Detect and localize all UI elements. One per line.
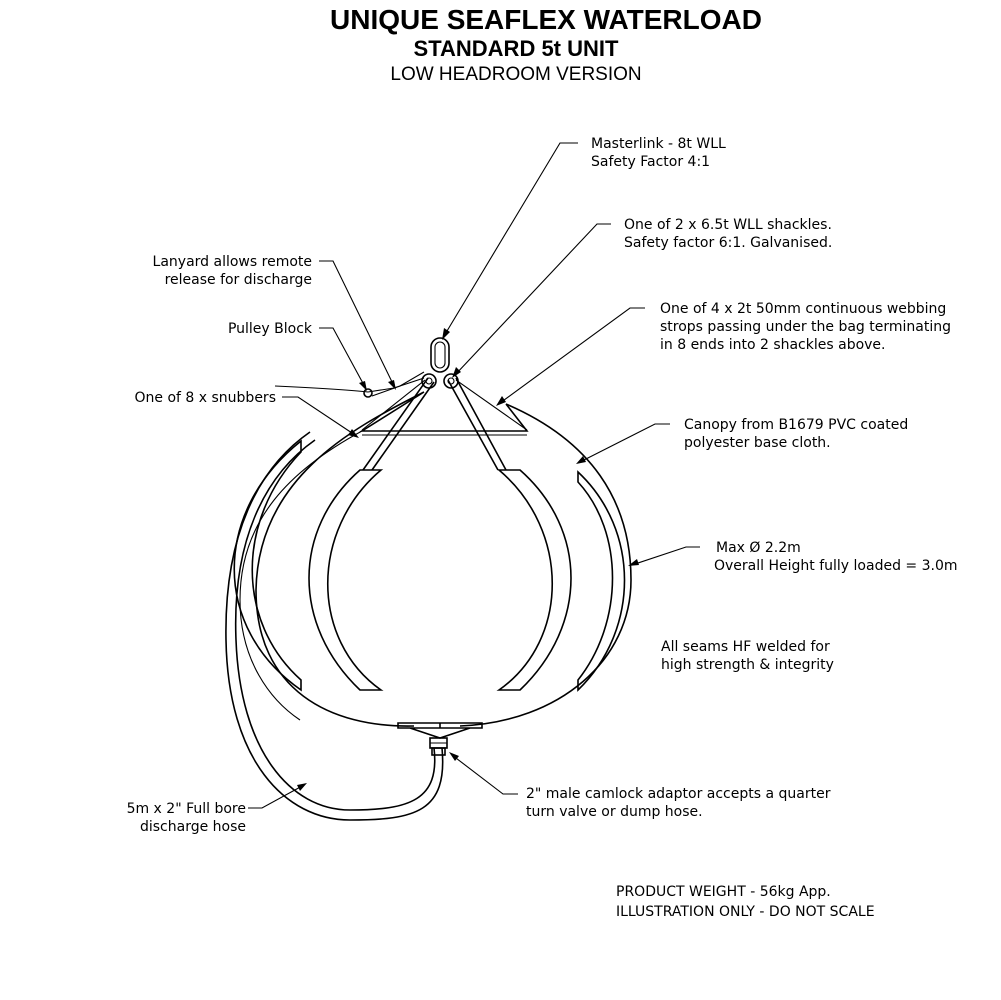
lanyard-and-pulley xyxy=(274,371,425,398)
shackles xyxy=(421,373,459,389)
callout-pulley: Pulley Block xyxy=(228,321,313,337)
callout-camlock: 2" male camlock adaptor accepts a quarte… xyxy=(526,786,831,820)
illustration-note: ILLUSTRATION ONLY - DO NOT SCALE xyxy=(616,904,875,920)
bag-panel-inner-right xyxy=(496,469,572,691)
callout-shackles: One of 2 x 6.5t WLL shackles. Safety fac… xyxy=(624,217,832,251)
callout-lanyard: Lanyard allows remote release for discha… xyxy=(153,254,312,288)
callout-shackles-line2: Safety factor 6:1. Galvanised. xyxy=(624,235,832,251)
callout-strops-line3: in 8 ends into 2 shackles above. xyxy=(660,337,886,353)
callout-strops-line1: One of 4 x 2t 50mm continuous webbing xyxy=(660,301,946,317)
bag-panel-outer-right xyxy=(577,470,626,692)
callout-lanyard-line1: Lanyard allows remote xyxy=(153,254,312,270)
callout-shackles-line1: One of 2 x 6.5t WLL shackles. xyxy=(624,217,832,233)
callout-hose: 5m x 2" Full bore discharge hose xyxy=(127,801,246,835)
webbing-strops xyxy=(361,377,528,471)
leader-lines xyxy=(248,142,700,809)
callout-masterlink: Masterlink - 8t WLL Safety Factor 4:1 xyxy=(591,136,726,170)
callout-lanyard-line2: release for discharge xyxy=(165,272,312,288)
bag-panel-inner-left xyxy=(308,469,384,691)
footer-notes: PRODUCT WEIGHT - 56kg App. ILLUSTRATION … xyxy=(616,884,875,920)
callout-masterlink-line2: Safety Factor 4:1 xyxy=(591,154,710,170)
discharge-hose xyxy=(225,431,444,821)
callout-strops-line2: strops passing under the bag terminating xyxy=(660,319,951,335)
callout-pulley-line1: Pulley Block xyxy=(228,321,313,337)
callout-dimensions-line2: Overall Height fully loaded = 3.0m xyxy=(714,558,957,574)
snubber-line xyxy=(239,430,363,721)
callout-seams: All seams HF welded for high strength & … xyxy=(661,639,834,673)
callout-masterlink-line1: Masterlink - 8t WLL xyxy=(591,136,726,152)
callout-dimensions: Max Ø 2.2m Overall Height fully loaded =… xyxy=(714,540,957,574)
diagram-version: LOW HEADROOM VERSION xyxy=(390,64,641,85)
callout-canopy-line1: Canopy from B1679 PVC coated xyxy=(684,417,908,433)
callout-hose-line1: 5m x 2" Full bore xyxy=(127,801,246,817)
waterload-bag-illustration xyxy=(225,337,632,821)
callout-snubbers: One of 8 x snubbers xyxy=(135,390,276,406)
callout-seams-line1: All seams HF welded for xyxy=(661,639,830,655)
bag-panel-outer-left xyxy=(233,439,302,692)
callout-camlock-line1: 2" male camlock adaptor accepts a quarte… xyxy=(526,786,831,802)
callout-camlock-line2: turn valve or dump hose. xyxy=(526,804,703,820)
callout-hose-line2: discharge hose xyxy=(140,819,246,835)
product-weight-note: PRODUCT WEIGHT - 56kg App. xyxy=(616,884,831,900)
diagram-title: UNIQUE SEAFLEX WATERLOAD xyxy=(330,4,762,35)
callout-snubbers-line1: One of 8 x snubbers xyxy=(135,390,276,406)
camlock-adaptor xyxy=(429,737,448,756)
callout-canopy-line2: polyester base cloth. xyxy=(684,435,831,451)
callout-dimensions-line1: Max Ø 2.2m xyxy=(716,540,801,556)
callout-seams-line2: high strength & integrity xyxy=(661,657,834,673)
diagram-subtitle: STANDARD 5t UNIT xyxy=(414,36,619,61)
callout-strops: One of 4 x 2t 50mm continuous webbing st… xyxy=(660,301,951,353)
callout-canopy: Canopy from B1679 PVC coated polyester b… xyxy=(684,417,908,451)
masterlink xyxy=(430,337,450,373)
